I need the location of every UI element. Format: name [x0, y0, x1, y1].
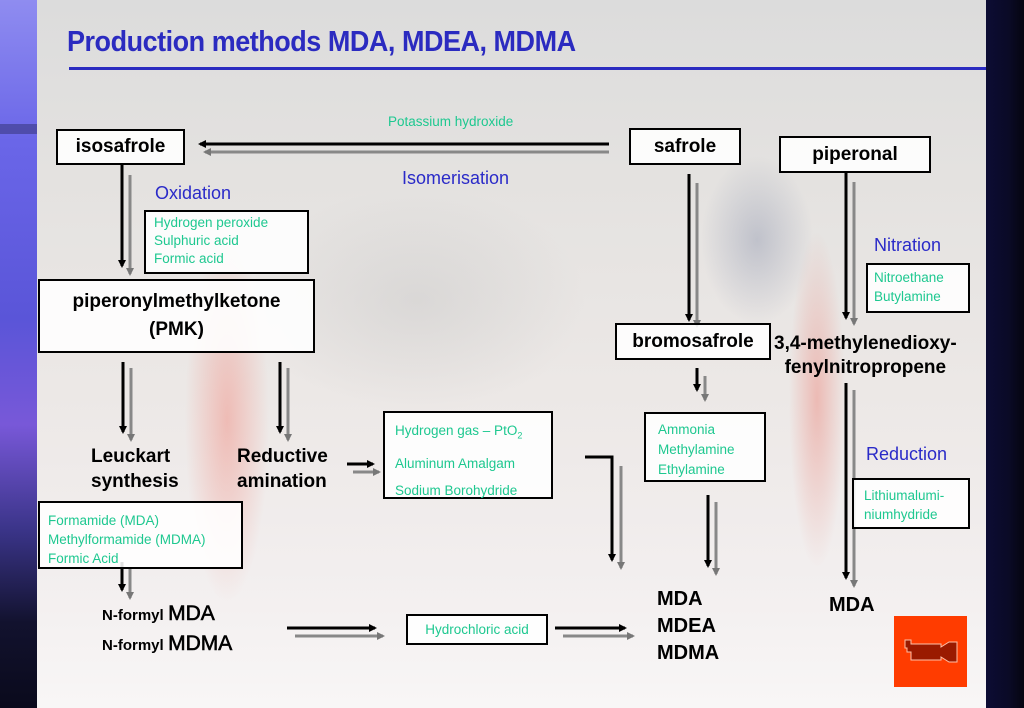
node-reductive-line1: Reductive — [237, 446, 328, 467]
reagent-item: Butylamine — [874, 289, 941, 304]
reagent-item: Aluminum Amalgam — [395, 455, 516, 471]
movie-camera-icon — [904, 639, 957, 662]
node-nformyl-mdma: N-formyl MDMA — [102, 632, 233, 656]
title-underline — [69, 67, 986, 70]
reagent-item: Methylformamide (MDMA) — [48, 532, 206, 547]
arrow-isosafrole-to-pmk — [118, 165, 134, 276]
slide-title: Production methods MDA, MDEA, MDMA — [67, 26, 576, 58]
step-isomerisation: Isomerisation — [402, 168, 510, 188]
arrow-reagents-to-products — [585, 455, 625, 570]
reagent-item: Methylamine — [658, 442, 735, 457]
node-pmk-name: piperonylmethylketone — [72, 291, 281, 312]
reagent-item: Nitroethane — [874, 270, 944, 285]
node-safrole: safrole — [629, 128, 741, 165]
slide: Production methods MDA, MDEA, MDMA — [37, 0, 986, 708]
reagents-reduction: Lithiumalumi- niumhydride — [852, 478, 970, 529]
product-item: MDA — [657, 588, 703, 610]
arrow-piperonal-to-nitropropene — [842, 172, 858, 326]
node-nformyl: N-formyl MDA N-formyl MDMA — [102, 600, 233, 660]
left-decorative-border — [0, 0, 37, 708]
node-reductive-line2: amination — [237, 471, 327, 492]
node-products: MDA MDEA MDMA — [657, 586, 719, 667]
step-reduction: Reduction — [866, 444, 948, 464]
arrow-pmk-to-reductive-amination — [276, 362, 292, 442]
reagent-item: Sulphuric acid — [154, 233, 239, 248]
reagent-item: Ammonia — [658, 422, 716, 437]
node-pmk-abbr: (PMK) — [149, 319, 204, 340]
node-nitropropene-line1: 3,4-methylenedioxy- — [774, 333, 957, 354]
reagent-item: Formic Acid — [48, 551, 119, 566]
reagent-item: Formamide (MDA) — [48, 513, 160, 528]
reagent-item: Sodium Borohydride — [395, 482, 518, 498]
arrow-reductive-to-reagents — [347, 460, 381, 476]
node-isosafrole: isosafrole — [56, 129, 185, 165]
step-oxidation: Oxidation — [155, 183, 232, 203]
reagent-item: niumhydride — [864, 507, 938, 522]
reagent-potassium-hydroxide: Potassium hydroxide — [388, 114, 514, 129]
node-bromosafrole: bromosafrole — [615, 323, 771, 360]
reagent-item: Hydrogen peroxide — [154, 215, 269, 230]
right-decorative-border — [986, 0, 1024, 708]
reagents-oxidation: Hydrogen peroxide Sulphuric acid Formic … — [144, 210, 309, 274]
arrow-amines-to-products — [704, 495, 720, 576]
arrow-pmk-to-leuckart — [119, 362, 135, 442]
node-leuckart-synthesis: Leuckart synthesis — [91, 444, 179, 494]
node-pmk: piperonylmethylketone (PMK) — [38, 279, 315, 353]
reagents-reductive-amination: Hydrogen gas – PtO2 Aluminum Amalgam Sod… — [383, 411, 553, 499]
reagents-amines: Ammonia Methylamine Ethylamine — [644, 412, 766, 482]
node-product-mda-right: MDA — [829, 594, 875, 616]
node-reductive-amination: Reductive amination — [237, 444, 328, 494]
arrow-safrole-to-bromosafrole — [685, 174, 701, 328]
arrow-nformyl-to-hcl — [287, 624, 385, 640]
node-nitropropene: 3,4-methylenedioxy- fenylnitropropene — [774, 332, 957, 380]
video-button[interactable] — [894, 616, 967, 687]
node-leuckart-line1: Leuckart — [91, 446, 171, 467]
arrow-safrole-to-isosafrole — [198, 140, 609, 156]
reagents-nitration: Nitroethane Butylamine — [866, 263, 970, 313]
step-nitration: Nitration — [874, 235, 942, 255]
reagent-item: Lithiumalumi- — [864, 488, 945, 503]
product-item: MDEA — [657, 615, 716, 637]
node-piperonal: piperonal — [779, 136, 931, 173]
arrow-bromosafrole-to-amines — [693, 368, 709, 402]
reagent-hydrochloric-acid: Hydrochloric acid — [406, 614, 548, 645]
node-nitropropene-line2: fenylnitropropene — [784, 357, 947, 378]
reagent-item: Hydrogen gas – PtO2 — [395, 423, 523, 441]
reagent-item: Ethylamine — [658, 462, 725, 477]
node-nformyl-mda: N-formyl MDA — [102, 602, 215, 626]
arrow-hcl-to-products — [555, 624, 635, 640]
node-leuckart-line2: synthesis — [91, 471, 179, 492]
reagent-item: Formic acid — [154, 251, 224, 266]
product-item: MDMA — [657, 642, 720, 664]
left-border-band — [0, 124, 37, 134]
reagents-leuckart: Formamide (MDA) Methylformamide (MDMA) F… — [38, 501, 243, 569]
